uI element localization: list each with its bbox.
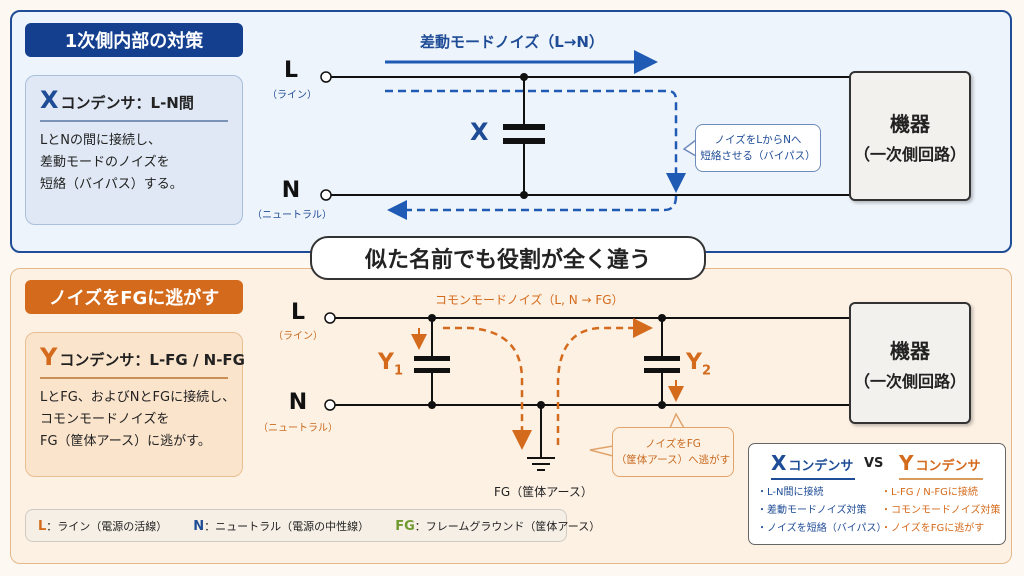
- common-noise-path-right: [556, 318, 653, 445]
- device-box-bottom: 機器 （一次側回路）: [849, 302, 971, 424]
- list-item: ・L-FG / N-FGに接続: [881, 487, 978, 498]
- device-sub: （一次側回路）: [853, 144, 966, 164]
- common-noise-label: コモンモードノイズ（L, N → FG）: [435, 293, 624, 307]
- return-path-arrow: [387, 195, 678, 220]
- terminal-label-L: L: [283, 58, 299, 83]
- card-heading-text: コンデンサ：L-FG / N-FG: [59, 351, 245, 369]
- legend: L：ライン（電源の活線） N：ニュートラル（電源の中性線） FG：フレームグラウ…: [25, 509, 600, 542]
- capacitor-x-plate: [503, 124, 545, 130]
- ground-icon: [527, 457, 555, 471]
- capacitor-x-plate: [503, 138, 545, 144]
- terminal-label-N: N: [288, 390, 308, 415]
- callout-line: （筐体アース）へ逃がす: [615, 454, 731, 466]
- list-item: ・コモンモードノイズ対策: [881, 505, 1001, 516]
- card-description: LとNの間に接続し、 差動モードのノイズを 短絡（バイパス）する。: [40, 130, 228, 196]
- section-title-top: 1次側内部の対策: [25, 23, 243, 57]
- callout-pointer: [682, 139, 697, 157]
- callout-line: ノイズをFG: [645, 438, 701, 450]
- card-line: 短絡（バイパス）する。: [40, 177, 183, 192]
- capacitor-y1-plate: [414, 356, 450, 361]
- list-item: ・ノイズを短絡（バイパス）: [757, 523, 887, 534]
- terminal-sub-N: （ニュートラル）: [252, 210, 332, 221]
- device-name: 機器: [890, 111, 930, 136]
- common-noise-path-left: [443, 326, 532, 450]
- bypass-callout: ノイズをLからNへ 短絡させる（バイパス）: [695, 124, 821, 172]
- x-letter: X: [40, 86, 59, 114]
- bypass-path-arrow: [385, 89, 686, 193]
- terminal-sub-L: （ライン）: [267, 90, 317, 101]
- device-sub: （一次側回路）: [853, 371, 966, 391]
- fg-callout: ノイズをFG （筐体アース）へ逃がす: [612, 427, 734, 477]
- capacitor-x-label: X: [470, 118, 489, 146]
- list-item: ・L-N間に接続: [757, 487, 824, 498]
- legend-item-FG: FG：フレームグラウンド（筐体アース）: [395, 518, 601, 534]
- legend-item-N: N：ニュートラル（電源の中性線）: [193, 518, 370, 534]
- terminal-label-L: L: [290, 300, 306, 325]
- list-item: ・差動モードノイズ対策: [757, 505, 867, 516]
- callout-pointer: [589, 445, 614, 457]
- device-name: 機器: [890, 338, 930, 363]
- center-banner: 似た名前でも役割が全く違う: [310, 236, 706, 280]
- card-line: コモンモードノイズを: [40, 412, 170, 427]
- terminal-L-top: [320, 71, 332, 83]
- comparison-x-list: ・L-N間に接続 ・差動モードノイズ対策 ・ノイズを短絡（バイパス）: [757, 484, 887, 538]
- bottom-circuit: [324, 312, 850, 471]
- comparison-vs: VS: [864, 456, 884, 471]
- callout-pointer: [669, 412, 685, 429]
- card-line: 差動モードのノイズを: [40, 155, 170, 170]
- terminal-N-top: [320, 189, 332, 201]
- top-circuit: [320, 50, 850, 220]
- capacitor-y1-label: Y1: [378, 350, 403, 379]
- capacitor-y2-plate: [644, 356, 680, 361]
- callout-line: 短絡させる（バイパス）: [700, 150, 816, 162]
- card-heading-text: コンデンサ：L-N間: [60, 94, 194, 112]
- section-title-bottom: ノイズをFGに逃がす: [25, 280, 243, 314]
- callout-line: ノイズをLからNへ: [714, 134, 802, 146]
- card-description: LとFG、およびNとFGに接続し、 コモンモードノイズを FG（筐体アース）に逃…: [40, 387, 236, 453]
- terminal-sub-N: （ニュートラル）: [258, 423, 338, 434]
- terminal-sub-L: （ライン）: [273, 331, 323, 342]
- device-box-top: 機器 （一次側回路）: [849, 71, 971, 201]
- terminal-N-bottom: [324, 399, 336, 411]
- capacitor-y2-plate: [644, 368, 680, 373]
- card-line: LとNの間に接続し、: [40, 133, 161, 148]
- ground-label: FG（筐体アース）: [494, 485, 593, 499]
- card-line: LとFG、およびNとFGに接続し、: [40, 390, 236, 405]
- y-letter: Y: [40, 343, 58, 371]
- capacitor-y1-plate: [414, 368, 450, 373]
- legend-item-L: L：ライン（電源の活線）: [38, 518, 168, 534]
- comparison-y-list: ・L-FG / N-FGに接続 ・コモンモードノイズ対策 ・ノイズをFGに逃がす: [881, 484, 1001, 538]
- differential-noise-label: 差動モードノイズ（L→N）: [420, 33, 604, 51]
- terminal-label-N: N: [281, 178, 301, 203]
- capacitor-y2-label: Y2: [686, 350, 711, 379]
- list-item: ・ノイズをFGに逃がす: [881, 523, 985, 534]
- card-line: FG（筐体アース）に逃がす。: [40, 434, 211, 449]
- terminal-L-bottom: [324, 312, 336, 324]
